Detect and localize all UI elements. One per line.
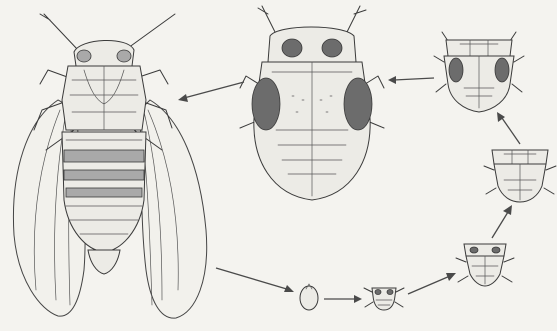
egg-shape (300, 286, 318, 310)
nymph5-right-eye (322, 39, 342, 57)
adult-left-antenna (40, 14, 78, 50)
arrow-nymph1-to-nymph2-head (446, 273, 456, 281)
third-instar-nymph (484, 150, 556, 202)
arrow-nymph4-to-nymph5-head (388, 76, 396, 84)
fourth-instar-nymph (434, 32, 524, 112)
nymph1-right-eye (387, 290, 393, 295)
second-instar-nymph (456, 244, 514, 286)
adult-abdomen-band-1 (64, 150, 144, 162)
nymph2-left-eye (470, 247, 478, 253)
nymph4-head (446, 40, 512, 56)
nymph5-left-eye (282, 39, 302, 57)
arrow-nymph5-to-adult (184, 82, 244, 98)
adult-left-eye (77, 50, 91, 62)
arrow-nymph3-to-nymph4 (502, 118, 520, 144)
first-instar-nymph (364, 288, 404, 310)
adult-tail (88, 250, 120, 274)
fifth-instar-nymph (240, 6, 384, 200)
nymph3-head (492, 150, 548, 164)
nymph5-left-wingpad (252, 78, 280, 130)
adult-abdomen-band-3 (66, 188, 142, 197)
nymph2-right-eye (492, 247, 500, 253)
nymph4-right-wingpad (495, 58, 509, 82)
adult-abdomen-band-2 (64, 170, 144, 180)
egg (300, 284, 318, 310)
arrow-egg-to-nymph1-head (354, 295, 362, 303)
nymph4-left-wingpad (449, 58, 463, 82)
arrow-nymph1-to-nymph2 (408, 276, 450, 294)
arrow-adult-to-egg-head (284, 285, 294, 292)
adult-right-antenna (128, 14, 175, 48)
adult-right-eye (117, 50, 131, 62)
nymph5-head (268, 27, 356, 62)
nymph5-right-wingpad (344, 78, 372, 130)
adult-insect (13, 14, 206, 318)
arrow-nymph2-to-nymph3 (492, 212, 508, 238)
adult-right-wing (140, 100, 207, 318)
arrow-nymph4-to-nymph5 (394, 78, 434, 80)
arrow-adult-to-egg (216, 268, 290, 290)
arrow-nymph5-to-adult-head (178, 94, 188, 102)
nymph1-left-eye (375, 290, 381, 295)
